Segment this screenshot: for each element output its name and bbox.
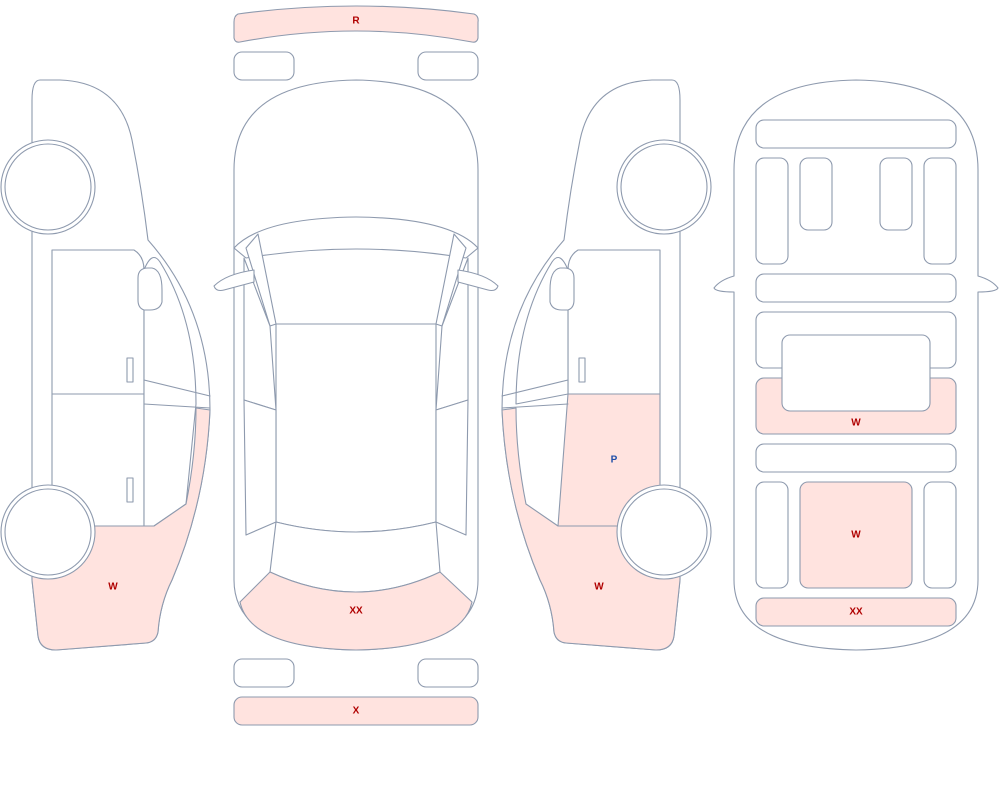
right-side-mirror[interactable] <box>549 267 575 311</box>
underside-center-part[interactable] <box>799 481 913 589</box>
hood-label: XX <box>349 606 363 617</box>
underside-left-inner-rear[interactable] <box>799 157 833 231</box>
rear-bumper-part[interactable] <box>233 5 479 43</box>
left-side-view: W <box>0 79 211 651</box>
rear-left-light[interactable] <box>233 51 295 81</box>
front-right-light[interactable] <box>417 658 479 688</box>
right-rear-quarter-part[interactable] <box>501 407 681 651</box>
underside-left-rail-front[interactable] <box>755 481 789 589</box>
left-rear-wheel[interactable] <box>4 143 92 231</box>
right-pillar-line <box>501 379 569 409</box>
rear-bumper-label: R <box>352 16 360 27</box>
left-front-door[interactable] <box>143 256 197 527</box>
left-mirror[interactable] <box>213 269 255 292</box>
left-front-wheel[interactable] <box>4 488 92 576</box>
right-mirror[interactable] <box>457 269 499 292</box>
right-side-view: P W <box>501 79 712 651</box>
right-rear-quarter-label: W <box>594 582 604 593</box>
left-rear-quarter-part[interactable] <box>31 407 211 651</box>
underside-front-label: XX <box>849 607 863 618</box>
rear-window[interactable] <box>233 216 479 259</box>
underside-view: W W XX <box>713 79 999 651</box>
left-front-handle[interactable] <box>126 477 134 503</box>
left-rear-handle[interactable] <box>126 357 134 383</box>
right-rear-handle[interactable] <box>578 357 586 383</box>
roof-panel[interactable] <box>275 323 437 533</box>
front-windshield[interactable] <box>269 521 441 593</box>
front-bumper-label: X <box>353 706 360 717</box>
underside-right-inner-rear[interactable] <box>879 157 913 231</box>
left-side-mirror[interactable] <box>137 267 163 311</box>
right-front-wheel[interactable] <box>620 488 708 576</box>
left-pillar-line <box>143 379 211 409</box>
underside-right-rail-rear[interactable] <box>923 157 957 265</box>
hood-part[interactable] <box>239 571 473 651</box>
right-side-lower[interactable] <box>435 399 469 536</box>
underside-front-part[interactable] <box>755 597 957 627</box>
underside-center-label: W <box>851 530 861 541</box>
rear-right-light[interactable] <box>417 51 479 81</box>
top-view: XX X R <box>213 5 499 726</box>
left-rear-quarter-label: W <box>108 582 118 593</box>
right-rear-door-label: P <box>611 455 618 466</box>
underside-left-rail-rear[interactable] <box>755 157 789 265</box>
underside-rear-label: W <box>851 418 861 429</box>
right-rear-wheel[interactable] <box>620 143 708 231</box>
underside-right-rail-front[interactable] <box>923 481 957 589</box>
underside-crossmember-front[interactable] <box>755 443 957 473</box>
front-left-light[interactable] <box>233 658 295 688</box>
underside-panel-top[interactable] <box>755 119 957 149</box>
left-side-lower[interactable] <box>243 399 277 536</box>
front-bumper-part[interactable] <box>233 696 479 726</box>
underside-center-plate[interactable] <box>781 334 931 412</box>
underside-crossmember-rear[interactable] <box>755 273 957 303</box>
